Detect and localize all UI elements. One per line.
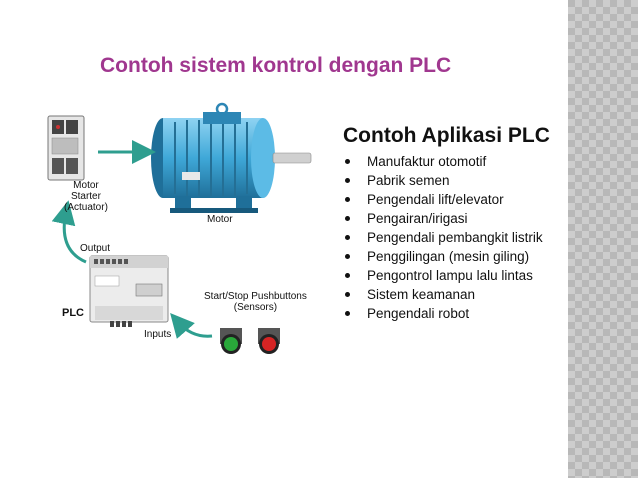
decorative-side-pattern xyxy=(568,0,638,478)
sensors-label: Start/Stop Pushbuttons (Sensors) xyxy=(204,291,307,313)
inputs-label: Inputs xyxy=(144,329,172,340)
bullet-icon xyxy=(345,311,350,316)
output-label: Output xyxy=(80,243,111,254)
slide-title: Contoh sistem kontrol dengan PLC xyxy=(100,54,452,77)
start-pushbutton-icon xyxy=(220,328,242,354)
bullet-icon xyxy=(345,197,350,202)
list-item: Pengendali robot xyxy=(345,304,543,323)
list-item-text: Pengendali lift/elevator xyxy=(367,192,504,207)
bullet-icon xyxy=(345,254,350,259)
list-item: Penggilingan (mesin giling) xyxy=(345,247,543,266)
bullet-icon xyxy=(345,235,350,240)
list-item: Pengendali pembangkit listrik xyxy=(345,228,543,247)
stop-pushbutton-icon xyxy=(258,328,280,354)
list-item-text: Penggilingan (mesin giling) xyxy=(367,249,530,264)
diagram-graphics xyxy=(47,102,312,354)
list-item: Sistem keamanan xyxy=(345,285,543,304)
motor-label: Motor xyxy=(207,214,233,225)
list-item-text: Pengendali pembangkit listrik xyxy=(367,230,543,245)
list-item-text: Pengontrol lampu lalu lintas xyxy=(367,268,533,283)
motor-icon xyxy=(151,102,312,213)
bullet-icon xyxy=(345,273,350,278)
bullet-icon xyxy=(345,178,350,183)
list-item: Pengontrol lampu lalu lintas xyxy=(345,266,543,285)
list-item-text: Pengendali robot xyxy=(367,306,470,321)
list-item: Pengendali lift/elevator xyxy=(345,190,543,209)
list-item-text: Manufaktur otomotif xyxy=(367,154,487,169)
list-item: Pabrik semen xyxy=(345,171,543,190)
plc-unit-icon xyxy=(89,255,169,327)
list-item-text: Pengairan/irigasi xyxy=(367,211,468,226)
list-item-text: Pabrik semen xyxy=(367,173,450,188)
list-item: Manufaktur otomotif xyxy=(345,152,543,171)
bullet-icon xyxy=(345,216,350,221)
list-item-text: Sistem keamanan xyxy=(367,287,476,302)
arrow-pushbuttons-to-plc xyxy=(170,312,213,339)
list-item: Pengairan/irigasi xyxy=(345,209,543,228)
motor-starter-label: Motor Starter (Actuator) xyxy=(64,180,108,213)
motor-starter-icon xyxy=(47,115,85,181)
plc-label: PLC xyxy=(62,307,84,319)
arrow-plc-to-starter xyxy=(51,200,87,264)
applications-title: Contoh Aplikasi PLC xyxy=(343,124,550,147)
bullet-icon xyxy=(345,292,350,297)
bullet-icon xyxy=(345,159,350,164)
plc-control-diagram: Motor Starter (Actuator) Motor Output PL… xyxy=(0,100,340,370)
applications-list: Manufaktur otomotif Pabrik semen Pengend… xyxy=(345,152,543,323)
